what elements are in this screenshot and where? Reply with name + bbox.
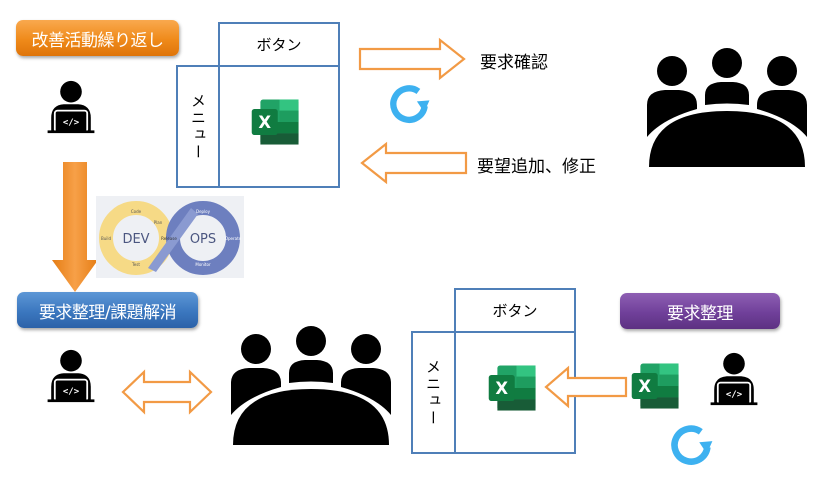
refresh-cycle-icon <box>670 423 714 467</box>
mockup-button-area: ボタン <box>454 288 576 333</box>
ops-label: OPS <box>190 232 216 247</box>
meeting-group-icon <box>226 325 396 445</box>
arrow-left-icon <box>544 365 628 409</box>
stage-label: Plan <box>154 220 163 225</box>
button-label: ボタン <box>256 36 302 54</box>
requirement-confirm-label: 要求確認 <box>480 53 548 73</box>
refresh-cycle-icon <box>389 83 431 125</box>
stage-label: Build <box>101 236 112 241</box>
mockup-menu-area: メニュー <box>411 331 456 454</box>
mockup-button-area: ボタン <box>218 22 340 67</box>
requirement-resolve-badge: 要求整理/課題解消 <box>17 292 198 328</box>
excel-icon <box>485 362 541 414</box>
stage-label: Deploy <box>196 209 211 214</box>
excel-icon <box>248 96 304 148</box>
menu-label: メニュー <box>424 358 442 427</box>
meeting-group-icon <box>641 47 813 167</box>
menu-label: メニュー <box>189 92 207 161</box>
devops-infinity-image: DEV OPS Code Plan Build Test Release Dep… <box>96 196 244 278</box>
developer-laptop-icon <box>44 74 98 140</box>
improvement-cycle-badge: 改善活動繰り返し <box>16 20 179 56</box>
arrow-right-icon <box>358 37 466 81</box>
badge-label: 要求整理 <box>667 303 734 324</box>
stage-label: Code <box>131 209 142 214</box>
arrow-left-icon <box>360 141 468 185</box>
devops-loop-graphic: DEV OPS Code Plan Build Test Release Dep… <box>99 201 242 275</box>
developer-laptop-icon <box>707 346 761 412</box>
badge-label: 改善活動繰り返し <box>31 30 165 51</box>
dev-label: DEV <box>122 232 149 247</box>
stage-label: Release <box>161 236 177 241</box>
stage-label: Operate <box>225 236 242 241</box>
mockup-menu-area: メニュー <box>176 65 221 188</box>
request-add-modify-label: 要望追加、修正 <box>477 157 596 177</box>
stage-label: Monitor <box>195 262 211 267</box>
down-arrow-icon <box>52 162 98 292</box>
stage-label: Test <box>131 262 140 267</box>
developer-laptop-icon <box>44 343 98 409</box>
badge-label: 要求整理/課題解消 <box>38 302 177 323</box>
double-arrow-icon <box>121 369 213 415</box>
requirement-organize-badge: 要求整理 <box>620 293 780 329</box>
button-label: ボタン <box>492 302 538 320</box>
excel-icon <box>628 360 684 412</box>
